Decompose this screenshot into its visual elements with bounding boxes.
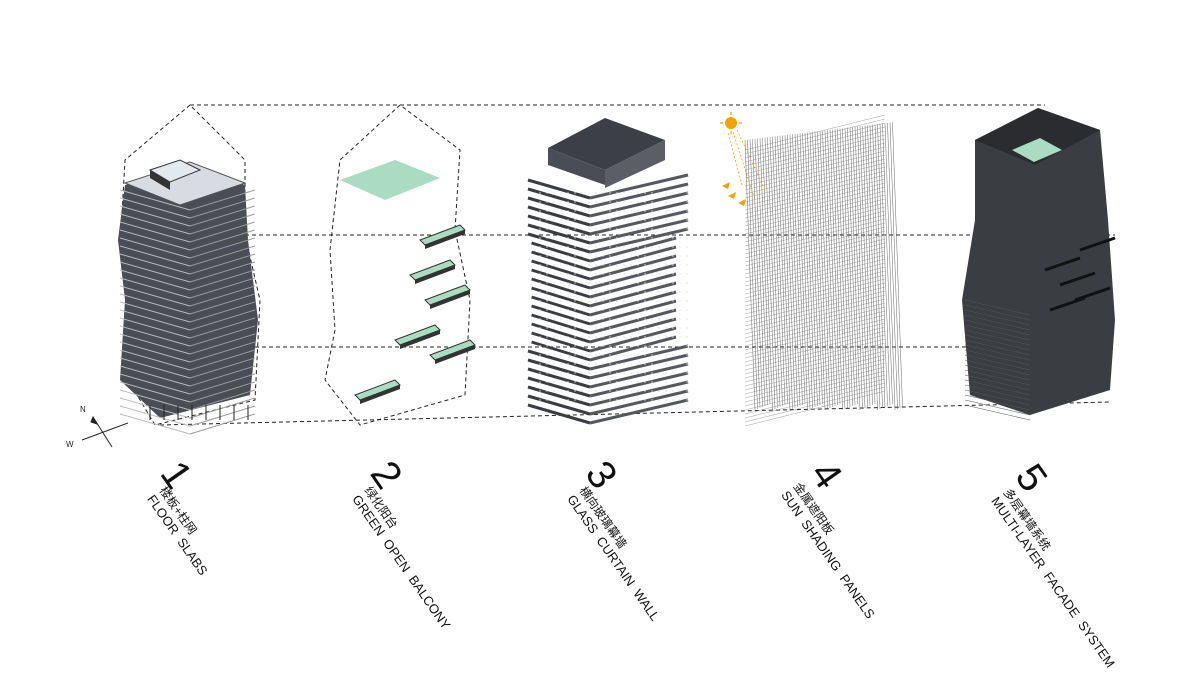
compass-west-label: W	[66, 440, 74, 449]
tower-2-green-balcony	[340, 160, 476, 404]
sun-icon	[720, 112, 766, 206]
compass-north-label: N	[80, 405, 86, 414]
tower-5-multi-layer-facade	[962, 108, 1116, 421]
tower-4-sun-shading-panels	[744, 114, 903, 427]
compass-icon	[81, 415, 129, 448]
tower-3-glass-curtain-wall	[527, 118, 689, 425]
tower-1-floor-slabs	[118, 159, 258, 435]
